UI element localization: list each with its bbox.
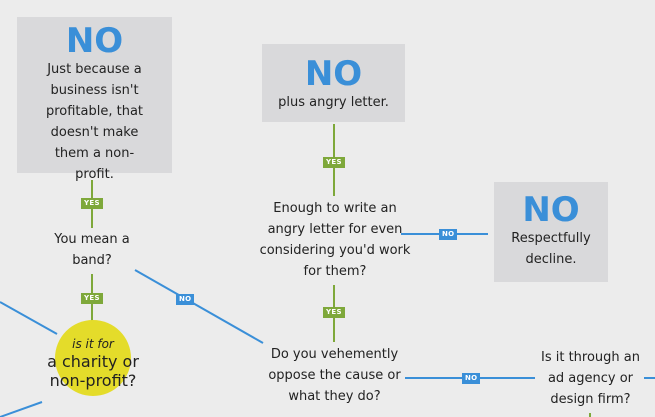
no-line-left [0, 301, 58, 335]
yes-label: YES [323, 307, 345, 318]
no-title: NO [304, 54, 363, 94]
question-agency: Is it through an ad agency or design fir… [541, 350, 640, 407]
charity-circle [55, 320, 131, 396]
yes-label: YES [323, 157, 345, 168]
no-box-decline: NO Respectfully decline. [494, 182, 608, 282]
charity-big-text: a charity or non-profit? [47, 352, 139, 390]
no-label: NO [462, 373, 481, 384]
question-charity: is it for a charity or non-profit? [30, 336, 156, 390]
no-label: NO [176, 294, 195, 305]
box-text: plus angry letter. [278, 95, 389, 110]
box-text: Just because a business isn't profitable… [45, 62, 144, 182]
question-oppose: Do you vehemently oppose the cause or wh… [268, 347, 401, 404]
no-title: NO [522, 190, 580, 230]
no-box-angry-letter: NO plus angry letter. [262, 44, 405, 122]
yes-label: YES [81, 198, 103, 209]
no-line-band [134, 269, 264, 344]
no-line-bottom-left [0, 401, 43, 417]
box-text: Respectfully decline. [511, 231, 591, 267]
no-label: NO [439, 229, 458, 240]
charity-small-text: is it for [72, 337, 114, 351]
yes-label: YES [81, 293, 103, 304]
question-band: You mean a band? [54, 232, 130, 268]
question-angry-letter: Enough to write an angry letter for even… [259, 201, 411, 279]
no-title: NO [65, 21, 124, 61]
no-box-not-nonprofit: NO Just because a business isn't profita… [17, 17, 172, 182]
